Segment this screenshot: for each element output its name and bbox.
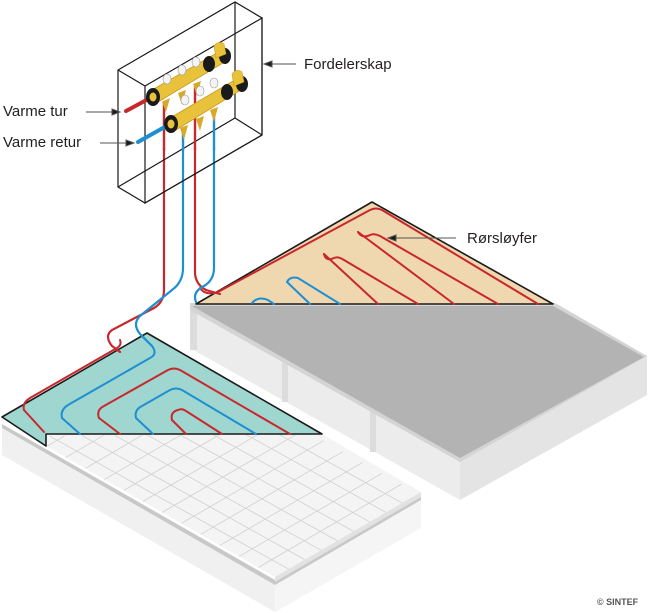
label-supply: Varme tur xyxy=(3,103,68,120)
right-slab-post xyxy=(282,360,288,402)
supply-valve-stem xyxy=(162,98,170,112)
left-floor xyxy=(2,424,421,612)
return-loop xyxy=(286,276,341,305)
arrowhead xyxy=(125,139,136,147)
right-slab-post xyxy=(370,410,376,452)
tile-grid-line xyxy=(177,440,324,527)
right-supply-loops xyxy=(199,207,539,305)
tile-grid-line xyxy=(216,462,363,548)
cabinet-edge xyxy=(117,117,236,188)
right-slab-front-side xyxy=(460,355,647,500)
supply-loop xyxy=(171,419,187,435)
supply-seal-inner xyxy=(149,92,157,102)
label-pipe-loops: Rørsløyfer xyxy=(467,230,537,247)
riser-return-to-left xyxy=(134,146,185,348)
supply-loop xyxy=(323,253,419,305)
arrowhead xyxy=(111,108,122,116)
supply-valve-cap xyxy=(191,56,201,68)
return-loop xyxy=(286,281,311,305)
tile-grid-line xyxy=(60,434,207,461)
left-return-loops xyxy=(60,345,257,435)
return-valve-cap xyxy=(195,85,205,97)
arrowhead xyxy=(262,60,273,68)
supply-manifold xyxy=(146,42,231,112)
riser-return-to-right xyxy=(193,146,216,304)
arrowhead xyxy=(386,234,397,242)
label-return: Varme retur xyxy=(3,134,82,151)
left-slab-front-side xyxy=(275,500,421,612)
supply-loop xyxy=(199,207,539,305)
right-board-triangle xyxy=(195,201,554,305)
supply-valve-cap xyxy=(162,73,172,85)
tile-grid-line xyxy=(255,483,402,570)
return-valve-stem xyxy=(180,125,188,140)
label-cabinet: Fordelerskap xyxy=(304,56,392,73)
return-air-vent xyxy=(231,70,245,87)
right-slab-left-side xyxy=(190,308,460,500)
left-pipe-board xyxy=(1,332,323,447)
supply-loop xyxy=(97,367,291,435)
riser-supply-to-right xyxy=(193,146,222,296)
cabinet-edge xyxy=(234,117,263,136)
tile-grid-line xyxy=(235,472,383,559)
tile-grid-line xyxy=(115,434,389,515)
tile-grid-line xyxy=(99,434,373,524)
manifolds xyxy=(124,42,248,152)
tile-grid-line xyxy=(79,434,227,472)
copyright-notice: © SINTEF xyxy=(597,597,639,607)
right-slab-post xyxy=(190,308,197,350)
riser-supply-to-left xyxy=(106,146,166,354)
supply-seal-ring xyxy=(203,56,215,72)
riser-pipes xyxy=(106,146,222,354)
left-board-triangle xyxy=(1,332,323,447)
return-loop xyxy=(251,297,275,305)
tile-grid-line xyxy=(50,434,324,553)
return-loop xyxy=(61,417,81,435)
supply-loop xyxy=(98,417,121,435)
return-manifold xyxy=(164,70,248,140)
return-seal-inner xyxy=(167,119,175,129)
supply-loop xyxy=(23,409,45,433)
left-tile-top xyxy=(46,434,421,577)
right-pipe-board xyxy=(195,201,554,305)
return-loop xyxy=(134,387,257,435)
supply-valve-cap xyxy=(177,64,187,76)
supply-loop xyxy=(357,231,455,305)
supply-air-vent xyxy=(213,42,227,59)
return-loop xyxy=(135,417,154,435)
leader-lines xyxy=(86,60,456,242)
manifold-cabinet xyxy=(117,1,263,205)
tile-grid-line xyxy=(157,434,305,516)
return-valve-stem xyxy=(210,107,218,122)
tile-grid-line xyxy=(138,434,285,505)
supply-loop xyxy=(22,339,122,411)
right-return-loops xyxy=(251,276,341,305)
tile-grid-line xyxy=(99,434,246,483)
return-valve-cap xyxy=(180,94,190,106)
return-seal-ring xyxy=(221,84,233,100)
left-slab-left-side xyxy=(2,428,275,612)
return-valve-cap xyxy=(209,77,219,89)
tile-grid-line xyxy=(196,451,344,537)
return-loop xyxy=(60,345,156,419)
tile-grid-line xyxy=(118,434,266,494)
return-valve-stem xyxy=(196,116,204,131)
supply-loop xyxy=(170,408,223,435)
left-supply-loops xyxy=(22,339,291,435)
tile-grid-line xyxy=(66,434,341,543)
tile-grid-line xyxy=(46,434,292,571)
cabinet-edge xyxy=(117,69,146,87)
tile-grid-line xyxy=(82,434,357,534)
left-tile-front-edge xyxy=(275,492,421,582)
supply-loop xyxy=(323,253,379,305)
right-slab-top xyxy=(192,306,644,458)
right-floor xyxy=(190,303,647,500)
tile-grid-line xyxy=(131,434,405,505)
